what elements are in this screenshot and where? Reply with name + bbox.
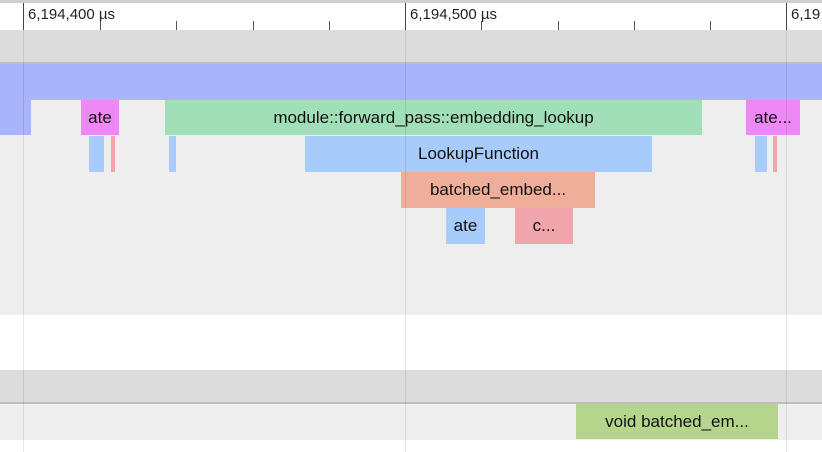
- grid-line: [405, 30, 406, 452]
- ruler-minor-tick: [710, 21, 711, 30]
- trace-slice-ate[interactable]: ate: [81, 100, 119, 135]
- trace-slice-sliver-blue[interactable]: [169, 136, 176, 172]
- ruler-minor-tick: [558, 21, 559, 30]
- trace-slice-sliver-blue[interactable]: [89, 136, 104, 172]
- trace-slice-sliver-blue[interactable]: [755, 136, 767, 172]
- track-header[interactable]: [0, 30, 822, 62]
- ruler-minor-tick: [100, 21, 101, 30]
- time-ruler[interactable]: 6,194,400 µs 6,194,500 µs 6,19: [0, 0, 822, 30]
- trace-slice-sliver-pink[interactable]: [773, 136, 777, 172]
- trace-slice-c-truncated[interactable]: c...: [515, 208, 573, 244]
- trace-slice-module-forward-pass[interactable]: module::forward_pass::embedding_lookup: [165, 100, 702, 135]
- trace-slice-top-level[interactable]: [0, 64, 822, 100]
- ruler-major-tick: [405, 3, 406, 30]
- ruler-minor-tick: [481, 21, 482, 30]
- track-separator: [0, 62, 822, 64]
- trace-slice-lookup-function[interactable]: LookupFunction: [305, 136, 652, 172]
- ruler-label-6194500: 6,194,500 µs: [410, 6, 498, 23]
- track-header[interactable]: [0, 370, 822, 402]
- ruler-minor-tick: [253, 21, 254, 30]
- ruler-major-tick: [23, 3, 24, 30]
- trace-slice-ate-truncated[interactable]: ate...: [746, 100, 800, 135]
- grid-line: [23, 30, 24, 452]
- trace-slice-batched-embed[interactable]: batched_embed...: [401, 172, 595, 208]
- ruler-label-6194400: 6,194,400 µs: [28, 6, 116, 23]
- ruler-minor-tick: [176, 21, 177, 30]
- grid-line: [786, 30, 787, 452]
- ruler-major-tick: [786, 3, 787, 30]
- ruler-top-border: [0, 0, 822, 3]
- trace-slice-top-level-continuation[interactable]: [0, 100, 31, 135]
- ruler-minor-tick: [329, 21, 330, 30]
- ruler-label-truncated: 6,19: [791, 6, 821, 23]
- trace-slice-void-batched[interactable]: void batched_em...: [576, 404, 778, 439]
- trace-slice-ate-inner[interactable]: ate: [446, 208, 485, 244]
- track-separator: [0, 402, 822, 404]
- trace-slice-sliver-pink[interactable]: [111, 136, 115, 172]
- ruler-minor-tick: [634, 21, 635, 30]
